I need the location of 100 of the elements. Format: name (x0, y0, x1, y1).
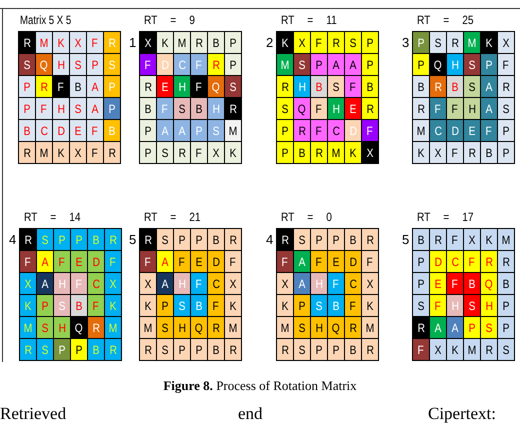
letter-cell: M (328, 142, 344, 163)
matrix-heading: RT = 25 (417, 13, 474, 27)
matrix-heading: Matrix 5 X 5 (20, 13, 72, 27)
letter-cell: P (191, 120, 207, 141)
letter-cell: H (294, 76, 310, 97)
letter-cell: X (225, 273, 241, 294)
letter-cell: H (481, 295, 497, 316)
step-number: 4 (266, 232, 274, 247)
letter-cell: H (174, 273, 190, 294)
letter-cell: R (311, 142, 327, 163)
letter-cell: X (294, 32, 310, 53)
letter-cell: H (464, 98, 480, 119)
letter-cell: F (345, 295, 361, 316)
letter-cell: D (345, 120, 361, 141)
letter-cell: X (277, 273, 293, 294)
letter-cell: M (277, 317, 293, 338)
letter-cell: S (294, 317, 310, 338)
letter-cell: A (157, 251, 173, 272)
letter-cell: C (208, 273, 224, 294)
letter-cell: B (88, 339, 104, 360)
letter-cell: K (481, 229, 497, 250)
figure-caption: Figure 8. Process of Rotation Matrix (162, 378, 358, 394)
letter-cell: A (157, 120, 173, 141)
letter-cell: S (19, 54, 35, 75)
letter-cell: R (140, 339, 156, 360)
letter-cell: S (430, 32, 446, 53)
letter-cell: M (36, 32, 52, 53)
matrix-heading: RT = 9 (144, 13, 195, 27)
letter-cell: B (88, 229, 104, 250)
letter-cell: B (362, 76, 378, 97)
letter-cell: F (140, 54, 156, 75)
letter-cell: P (140, 142, 156, 163)
letter-cell: B (464, 273, 480, 294)
letter-cell: S (174, 98, 190, 119)
letter-cell: S (413, 295, 429, 316)
letter-cell: M (413, 120, 429, 141)
step-number: 1 (129, 35, 136, 50)
letter-cell: F (498, 54, 514, 75)
letter-cell: K (413, 142, 429, 163)
letter-cell: P (19, 98, 35, 119)
letter-cell: F (447, 98, 463, 119)
letter-cell: S (54, 295, 70, 316)
letter-cell: B (498, 273, 514, 294)
letter-cell: F (174, 251, 190, 272)
letter-cell: B (345, 229, 361, 250)
letter-cell: F (481, 120, 497, 141)
letter-cell: P (104, 98, 120, 119)
letter-cell: F (140, 251, 156, 272)
matrix-heading: RT = 14 (24, 210, 81, 224)
letter-cell: P (311, 229, 327, 250)
letter-cell: A (345, 54, 361, 75)
letter-cell: A (37, 251, 53, 272)
letter-cell: X (498, 32, 514, 53)
letter-cell: P (174, 229, 190, 250)
letter-cell: F (87, 32, 103, 53)
letter-cell: P (157, 295, 173, 316)
letter-cell: F (362, 120, 378, 141)
letter-cell: S (311, 295, 327, 316)
letter-cell: S (225, 76, 241, 97)
letter-cell: P (498, 142, 514, 163)
letter-cell: S (157, 339, 173, 360)
letter-cell: D (157, 54, 173, 75)
letter-cell: B (140, 98, 156, 119)
body-text: Cipertext: (428, 404, 496, 424)
letter-cell: K (277, 295, 293, 316)
letter-cell: P (54, 339, 70, 360)
letter-cell: A (37, 273, 53, 294)
letter-cell: R (277, 76, 293, 97)
letter-cell: R (413, 98, 429, 119)
letter-cell: F (87, 120, 103, 141)
letter-cell: F (105, 251, 121, 272)
letter-cell: F (464, 251, 480, 272)
letter-cell: X (464, 229, 480, 250)
letter-cell: R (464, 142, 480, 163)
letter-cell: H (311, 317, 327, 338)
letter-cell: Q (208, 76, 224, 97)
step-number: 2 (266, 35, 274, 50)
letter-cell: P (87, 54, 103, 75)
letter-cell: R (19, 142, 35, 163)
letter-cell: R (104, 142, 120, 163)
letter-cell: A (294, 251, 310, 272)
letter-cell: M (105, 317, 121, 338)
letter-cell: Q (294, 98, 310, 119)
letter-cell: H (447, 295, 463, 316)
letter-cell: R (430, 229, 446, 250)
letter-cell: D (208, 251, 224, 272)
letter-cell: Q (36, 54, 52, 75)
letter-cell: P (191, 229, 207, 250)
letter-cell: B (481, 142, 497, 163)
letter-cell: K (157, 32, 173, 53)
letter-cell: S (498, 339, 514, 360)
letter-cell: B (311, 76, 327, 97)
letter-cell: D (430, 251, 446, 272)
letter-cell: F (20, 251, 36, 272)
letter-cell: K (225, 295, 241, 316)
letter-cell: D (447, 120, 463, 141)
letter-cell: P (225, 32, 241, 53)
letter-cell: E (70, 120, 86, 141)
letter-cell: M (225, 317, 241, 338)
letter-cell: M (140, 317, 156, 338)
